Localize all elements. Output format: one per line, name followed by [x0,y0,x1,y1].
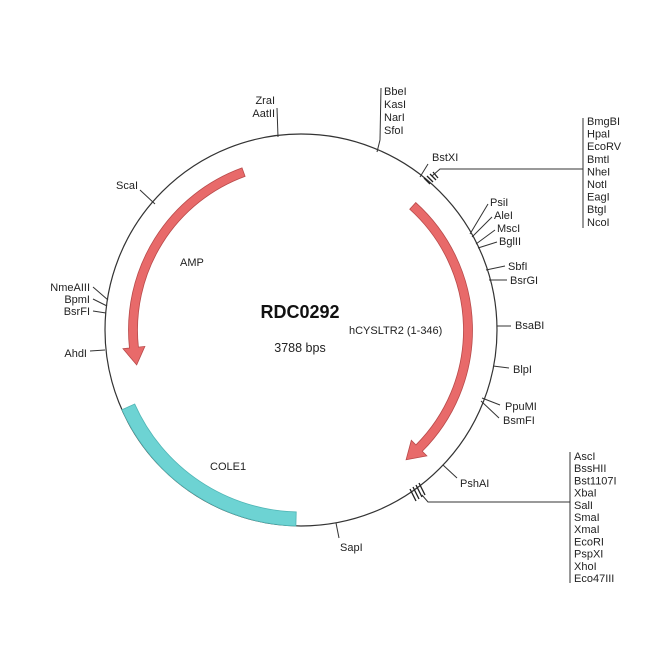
svg-text:BbeI: BbeI [384,86,407,98]
backbone-circle [104,133,498,527]
svg-text:PpuMI: PpuMI [505,401,537,413]
svg-text:AatII: AatII [252,108,275,120]
site-blpi[interactable]: BlpI [492,364,532,376]
svg-text:BpmI: BpmI [64,294,90,306]
svg-text:KasI: KasI [384,99,406,111]
site-label: EcoRV [587,141,622,153]
svg-text:BstXI: BstXI [432,152,458,164]
svg-text:MscI: MscI [497,223,520,235]
svg-text:BsmFI: BsmFI [503,415,535,427]
site-bstxi[interactable]: BstXI [419,152,458,178]
site-label: NotI [587,179,607,191]
site-group-psii[interactable]: PsiI AleI MscI BglII [469,197,521,249]
feature-label-amp: AMP [180,257,204,269]
site-label: BmtI [587,154,610,166]
plasmid-name: RDC0292 [260,302,339,322]
site-label: XmaI [574,524,600,536]
site-sapi[interactable]: SapI [335,522,363,554]
mcs-group-2[interactable]: AscIBssHIIBst1107IXbaISalISmaIXmaIEcoRIP… [409,451,617,585]
site-scai[interactable]: ScaI [116,180,156,205]
site-label: NcoI [587,217,610,229]
site-group-zrai[interactable]: ZraI AatII [252,95,279,138]
feature-label-hcysltr2: hCYSLTR2 (1-346) [349,325,442,337]
svg-text:ScaI: ScaI [116,180,138,192]
site-ahdi[interactable]: AhdI [64,348,106,360]
site-label: XhoI [574,561,597,573]
site-label: EcoRI [574,536,604,548]
site-label: SalI [574,500,593,512]
site-label: XbaI [574,488,597,500]
site-label: BtgI [587,204,607,216]
site-label: Eco47III [574,573,614,585]
svg-text:BlpI: BlpI [513,364,532,376]
svg-text:ZraI: ZraI [255,95,275,107]
cole1-feature-block[interactable] [121,403,297,527]
svg-text:NmeAIII: NmeAIII [50,282,90,294]
site-group-sbfi[interactable]: SbfI BsrGI [485,261,538,287]
svg-text:PshAI: PshAI [460,478,489,490]
site-group-ppumi[interactable]: PpuMI BsmFI [480,397,537,427]
feature-label-cole1: COLE1 [210,461,246,473]
svg-text:BglII: BglII [499,236,521,248]
site-pshai[interactable]: PshAI [442,464,489,490]
amp-feature-arrow[interactable] [122,167,246,366]
svg-text:BsrFI: BsrFI [64,306,90,318]
site-label: AscI [574,451,595,463]
svg-text:AleI: AleI [494,210,513,222]
site-label: HpaI [587,129,610,141]
site-label: PspXI [574,549,603,561]
svg-text:BsaBI: BsaBI [515,320,544,332]
site-label: Bst1107I [574,475,617,487]
site-label: SmaI [574,512,600,524]
svg-text:NarI: NarI [384,112,405,124]
svg-text:PsiI: PsiI [490,197,508,209]
plasmid-size: 3788 bps [274,341,325,355]
hcysltr2-feature-arrow[interactable] [405,201,473,461]
site-label: BmgBI [587,116,620,128]
site-label: BssHII [574,463,606,475]
svg-text:SapI: SapI [340,542,363,554]
site-bsabi[interactable]: BsaBI [497,320,544,332]
svg-text:SfoI: SfoI [384,125,404,137]
site-group-nmeaiii[interactable]: NmeAIII BpmI BsrFI [50,282,109,318]
site-label: EagI [587,192,610,204]
svg-text:AhdI: AhdI [64,348,87,360]
site-label: NheI [587,166,610,178]
svg-text:SbfI: SbfI [508,261,528,273]
svg-text:BsrGI: BsrGI [510,275,538,287]
site-group-bbei[interactable]: BbeI KasI NarI SfoI [376,86,407,153]
